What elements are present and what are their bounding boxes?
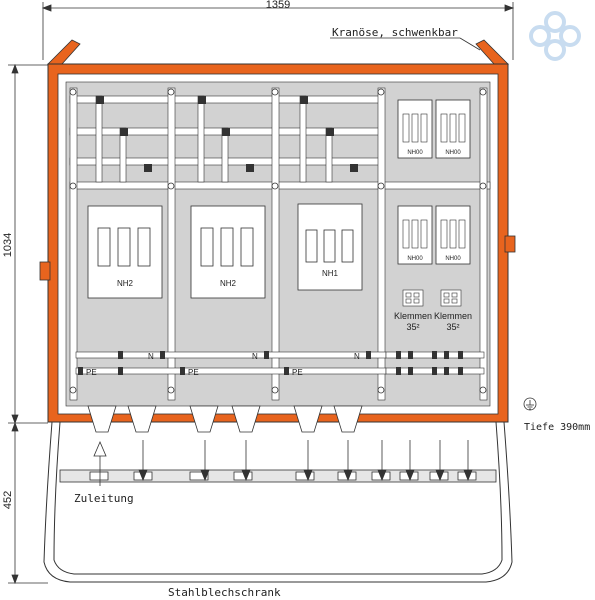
fuse-base-1 <box>87 205 163 299</box>
terminal-label-1: Klemmen <box>394 311 432 321</box>
mounting-bolts <box>69 88 487 394</box>
earth-ground-icon <box>523 397 537 411</box>
fuse-base-3 <box>297 203 363 291</box>
pe-label-2: PE <box>188 368 199 377</box>
height-upper-label: 1034 <box>2 233 14 257</box>
terminal-size-1: 35² <box>406 322 419 332</box>
supply-arrow <box>93 440 107 486</box>
terminal-label-2: Klemmen <box>434 311 472 321</box>
nh00-fuse-1 <box>397 99 433 159</box>
pe-label-1: PE <box>86 368 97 377</box>
height-dimension <box>8 63 48 585</box>
hinge-left <box>39 261 51 281</box>
terminal-block-1 <box>402 289 424 307</box>
terminal-size-2: 35² <box>446 322 459 332</box>
rail-terminals <box>78 351 463 375</box>
outgoing-arrows <box>138 440 473 482</box>
nh00-label-4: NH00 <box>445 256 461 262</box>
depth-label: Tiefe 390mm <box>524 422 590 433</box>
nh00-fuse-4 <box>435 205 471 265</box>
height-lower-label: 452 <box>2 491 14 509</box>
crane-eye-right <box>475 39 509 65</box>
cabinet-label: Stahlblechschrank <box>168 586 281 599</box>
n-label-1: N <box>148 352 154 361</box>
nh00-fuse-2 <box>435 99 471 159</box>
watermark-logo-icon <box>529 11 581 61</box>
width-dimension-label: 1359 <box>266 0 290 11</box>
rail-clips <box>96 96 358 172</box>
crane-eye-left <box>47 39 81 65</box>
vertical-rails <box>69 87 488 401</box>
nh00-label-2: NH00 <box>445 150 461 156</box>
nh00-label-3: NH00 <box>407 256 423 262</box>
fuse-label-2: NH2 <box>220 279 237 288</box>
nh00-label-1: NH00 <box>407 150 423 156</box>
nh00-fuse-3 <box>397 205 433 265</box>
cable-glands <box>87 405 363 433</box>
cabinet-base <box>43 421 513 583</box>
terminal-block-2 <box>440 289 462 307</box>
door-latch-right <box>504 235 516 253</box>
fuse-base-2 <box>190 205 266 299</box>
supply-label: Zuleitung <box>74 492 134 505</box>
pe-label-3: PE <box>292 368 303 377</box>
crane-eye-label: Kranöse, schwenkbar <box>332 26 458 39</box>
fuse-label-1: NH2 <box>117 279 134 288</box>
n-label-3: N <box>354 352 360 361</box>
crane-eye-leader <box>330 37 481 51</box>
width-dimension <box>41 2 515 60</box>
fuse-label-3: NH1 <box>322 269 339 278</box>
n-label-2: N <box>252 352 258 361</box>
